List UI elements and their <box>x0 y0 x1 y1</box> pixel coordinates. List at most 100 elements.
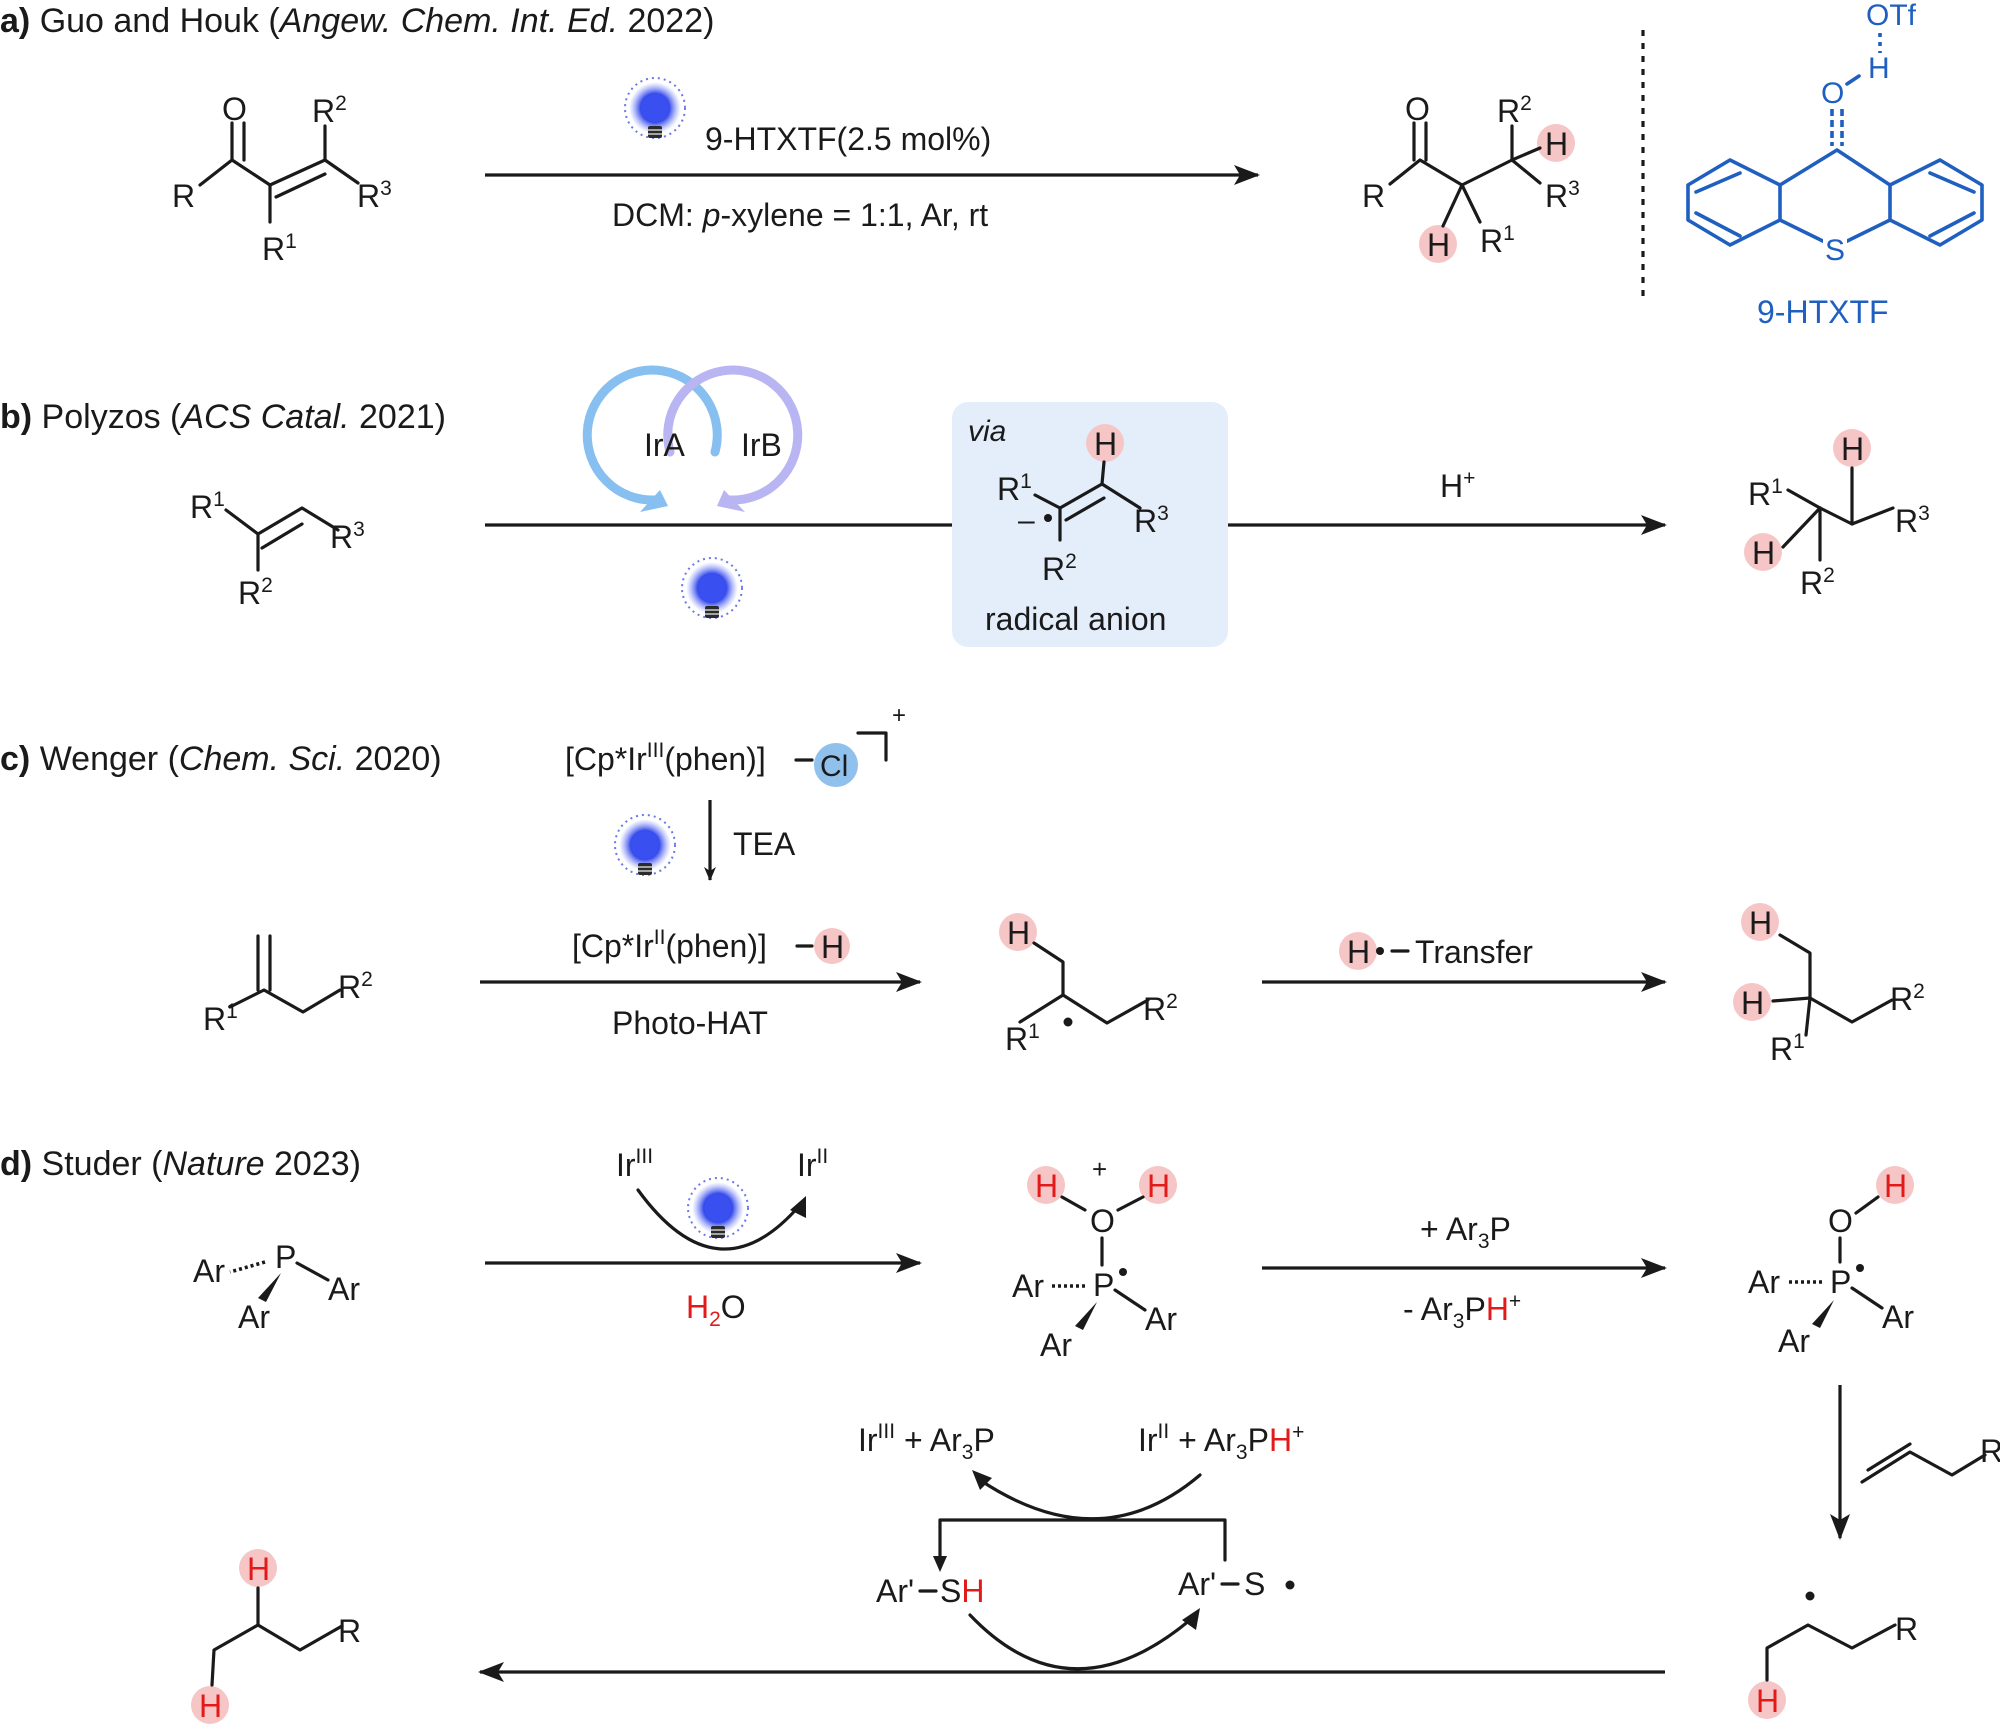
svg-text:R3: R3 <box>330 518 365 555</box>
svg-text:S: S <box>1244 1566 1265 1602</box>
svg-text:Ar: Ar <box>1778 1323 1810 1359</box>
svg-text:Ar: Ar <box>1012 1268 1044 1304</box>
alkane-product-b: H H R1 R3 R2 <box>1744 429 1930 601</box>
iridium-ii-label: IrII <box>797 1145 828 1183</box>
svg-text:S: S <box>1825 234 1845 267</box>
svg-text:Ar: Ar <box>328 1271 360 1307</box>
svg-text:H: H <box>199 1688 222 1724</box>
svg-text:H: H <box>1884 1168 1907 1204</box>
reagent-removed: - Ar3PH+ <box>1403 1290 1521 1333</box>
iridium-iii-label: IrIII <box>616 1145 653 1183</box>
svg-text:R2: R2 <box>1800 564 1835 601</box>
light-bulb-icon <box>624 77 686 139</box>
svg-text:SH: SH <box>940 1573 984 1609</box>
svg-text:H: H <box>247 1551 270 1587</box>
panel-b-heading: b) Polyzos (ACS Catal. 2021) <box>0 398 446 436</box>
condition-catalyst: 9-HTXTF(2.5 mol%) <box>705 121 991 157</box>
svg-text:P: P <box>275 1239 296 1275</box>
svg-text:O: O <box>1828 1203 1853 1239</box>
svg-text:H: H <box>1749 905 1772 941</box>
svg-text:R: R <box>1895 1611 1918 1647</box>
svg-text:+: + <box>1092 1154 1107 1184</box>
svg-text:[Cp*IrII(phen)]: [Cp*IrII(phen)] <box>572 926 767 964</box>
svg-text:Ar: Ar <box>238 1299 270 1335</box>
svg-text:R2: R2 <box>238 574 273 611</box>
regenerated-catalysts: IrIII + Ar3P <box>858 1420 995 1464</box>
panel-a: a) Guo and Houk (Angew. Chem. Int. Ed. 2… <box>0 0 1984 330</box>
svg-text:R2: R2 <box>1143 990 1178 1027</box>
svg-text:R2: R2 <box>338 968 373 1005</box>
svg-text:R1: R1 <box>1480 222 1515 259</box>
thiol-label: Ar' <box>876 1573 914 1609</box>
reduced-species: IrII + Ar3PH+ <box>1138 1420 1304 1464</box>
triarylphosphine-reactant: P Ar Ar Ar <box>193 1239 360 1335</box>
svg-text:H: H <box>1007 915 1030 951</box>
svg-text:H: H <box>1035 1168 1058 1204</box>
panel-c-heading: c) Wenger (Chem. Sci. 2020) <box>0 740 442 778</box>
panel-c: c) Wenger (Chem. Sci. 2020) [Cp*IrIII(ph… <box>0 702 1925 1067</box>
carbon-radical-intermediate: H R1 R2 <box>999 913 1178 1057</box>
water-label: H2O <box>686 1289 746 1331</box>
9-htxtf-structure: OTf H O S 9-HTXTF <box>1686 0 1984 330</box>
svg-text:Ar: Ar <box>1145 1301 1177 1337</box>
precatalyst-chloride: [Cp*IrIII(phen)] Cl + <box>565 702 906 787</box>
light-bulb-icon <box>687 1177 749 1239</box>
ketone-product: O R H R1 R2 H R3 <box>1362 91 1580 263</box>
svg-text:R1: R1 <box>190 488 225 525</box>
svg-text:H: H <box>1752 535 1775 571</box>
alkane-product-c: H H R1 R2 <box>1733 903 1925 1067</box>
svg-text:R3: R3 <box>357 177 392 214</box>
catalyst-label: 9-HTXTF <box>1757 294 1889 330</box>
svg-text:R: R <box>172 178 195 214</box>
svg-text:R3: R3 <box>1895 502 1930 539</box>
alkyl-radical-intermediate: H R <box>1748 1591 1918 1719</box>
svg-text:R1: R1 <box>203 1000 238 1037</box>
catalyst-irb: IrB <box>741 427 782 463</box>
svg-text:R2: R2 <box>312 92 347 129</box>
svg-text:P: P <box>1093 1267 1114 1303</box>
intermediate-label: radical anion <box>985 601 1166 637</box>
svg-text:H: H <box>1094 426 1117 462</box>
reductant-label: TEA <box>733 826 796 862</box>
alkene-reactant-c: R1 R2 <box>203 934 373 1037</box>
condition-solvent: DCM: p-xylene = 1:1, Ar, rt <box>612 197 988 233</box>
svg-text:H: H <box>1741 985 1764 1021</box>
svg-text:Transfer: Transfer <box>1415 934 1533 970</box>
svg-text:Ar: Ar <box>1040 1327 1072 1363</box>
panel-b: b) Polyzos (ACS Catal. 2021) R1 R3 R2 Ir… <box>0 365 1930 647</box>
panel-a-heading: a) Guo and Houk (Angew. Chem. Int. Ed. 2… <box>0 2 714 40</box>
proton-label: H+ <box>1440 467 1475 504</box>
svg-text:OTf: OTf <box>1866 0 1917 32</box>
photo-hat-label: Photo-HAT <box>612 1005 768 1041</box>
svg-text:H: H <box>1868 52 1890 85</box>
svg-text:P: P <box>1830 1264 1851 1300</box>
svg-text:Ar: Ar <box>1748 1264 1780 1300</box>
svg-text:Ar: Ar <box>1882 1299 1914 1335</box>
svg-text:H: H <box>1545 126 1568 162</box>
svg-text:+: + <box>892 702 906 729</box>
iridium-hydride: [Cp*IrII(phen)] H <box>572 926 850 965</box>
svg-text:R3: R3 <box>1545 177 1580 214</box>
svg-text:R1: R1 <box>1748 475 1783 512</box>
light-bulb-icon <box>681 557 743 619</box>
enone-reactant: O R R1 R2 R3 <box>172 91 392 267</box>
terminal-alkene-reagent: R <box>1860 1433 2000 1484</box>
svg-text:H: H <box>1347 934 1370 970</box>
panel-d: d) Studer (Nature 2023) P Ar Ar Ar IrIII… <box>0 1145 2000 1724</box>
svg-text:–: – <box>1018 504 1035 537</box>
hydroxyphosphoranyl-cation-radical: H H + O P Ar Ar Ar <box>1012 1154 1177 1363</box>
svg-text:[Cp*IrIII(phen)]: [Cp*IrIII(phen)] <box>565 739 766 777</box>
phosphoranyl-radical: H O P Ar Ar Ar <box>1748 1166 1914 1359</box>
alkane-product-d: H H R <box>191 1549 361 1724</box>
redox-curved-arrow <box>636 1188 802 1251</box>
svg-text:R: R <box>338 1613 361 1649</box>
svg-text:O: O <box>1090 1203 1115 1239</box>
hydrogen-transfer-label: H Transfer <box>1339 932 1533 970</box>
svg-text:R2: R2 <box>1890 980 1925 1017</box>
svg-text:Cl: Cl <box>820 750 848 783</box>
svg-text:O: O <box>1405 91 1430 127</box>
svg-text:R: R <box>1980 1433 2000 1469</box>
panel-d-heading: d) Studer (Nature 2023) <box>0 1145 361 1183</box>
radical-anion-intermediate: via H R1 R3 R2 – radical anion <box>952 402 1228 647</box>
